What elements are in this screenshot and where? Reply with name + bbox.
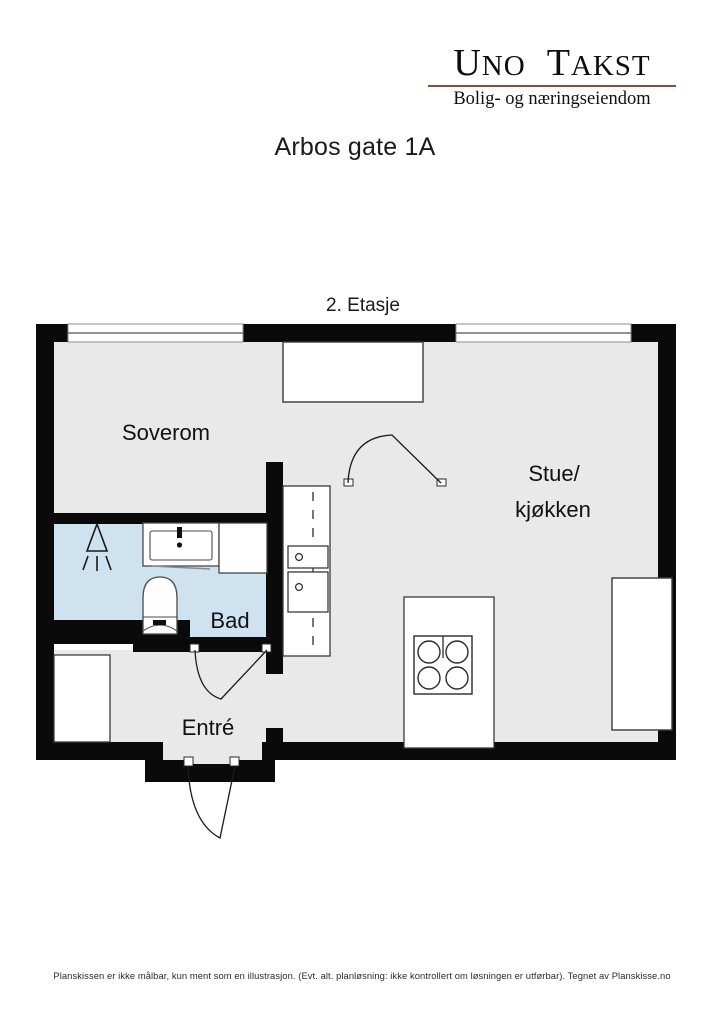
kitchen-counter-right [611,577,673,731]
window-living [455,323,632,343]
wall-segment-2 [54,513,283,524]
wall-segment-9 [235,760,275,782]
room-label-stue: Stue/ [528,461,580,486]
room-label-soverom: Soverom [122,420,210,445]
window-bedroom [67,323,244,343]
door-bathroom [189,643,272,700]
logo-wordmark: UNO TAKST [422,44,682,82]
logo-akst: AKST [570,50,651,82]
logo-tagline: Bolig- og næringseiendom [453,88,651,109]
door-bedroom [343,434,447,487]
footer-disclaimer: Planskissen er ikke målbar, kun ment som… [53,970,671,981]
room-label-kjokken: kjøkken [515,497,591,522]
floor-text: 2. Etasje [326,295,400,316]
stove-cooktop [403,596,495,749]
page-title: Arbos gate 1A [0,133,724,162]
room-label-bad: Bad [210,608,249,633]
room-label-entre: Entré [182,715,235,740]
room-fill-soverom [54,342,275,522]
floor-label: 2. Etasje [0,295,724,317]
bathroom-sink [142,522,220,570]
wall-segment-3 [266,462,283,486]
wall-segment-6 [266,650,283,674]
wall-segment-5 [133,637,283,652]
shower-icon [82,521,112,571]
room-fill-stue [275,342,658,742]
wall-segment-7 [266,728,283,744]
door-entrance [183,756,240,839]
toilet [142,576,178,635]
logo-no: NO [481,50,526,82]
kitchen-counter [282,485,331,657]
bedroom-wardrobe [282,341,424,403]
logo-t: T [546,42,571,84]
bathroom-cabinet [218,522,268,574]
address-text: Arbos gate 1A [274,133,436,161]
logo-u: U [453,42,482,84]
logo-divider-rule [428,85,676,87]
wall-segment-8 [145,760,189,782]
entry-wardrobe [53,654,111,743]
internal-walls [44,462,283,782]
company-logo: UNO TAKST Bolig- og næringseiendom [422,44,682,110]
